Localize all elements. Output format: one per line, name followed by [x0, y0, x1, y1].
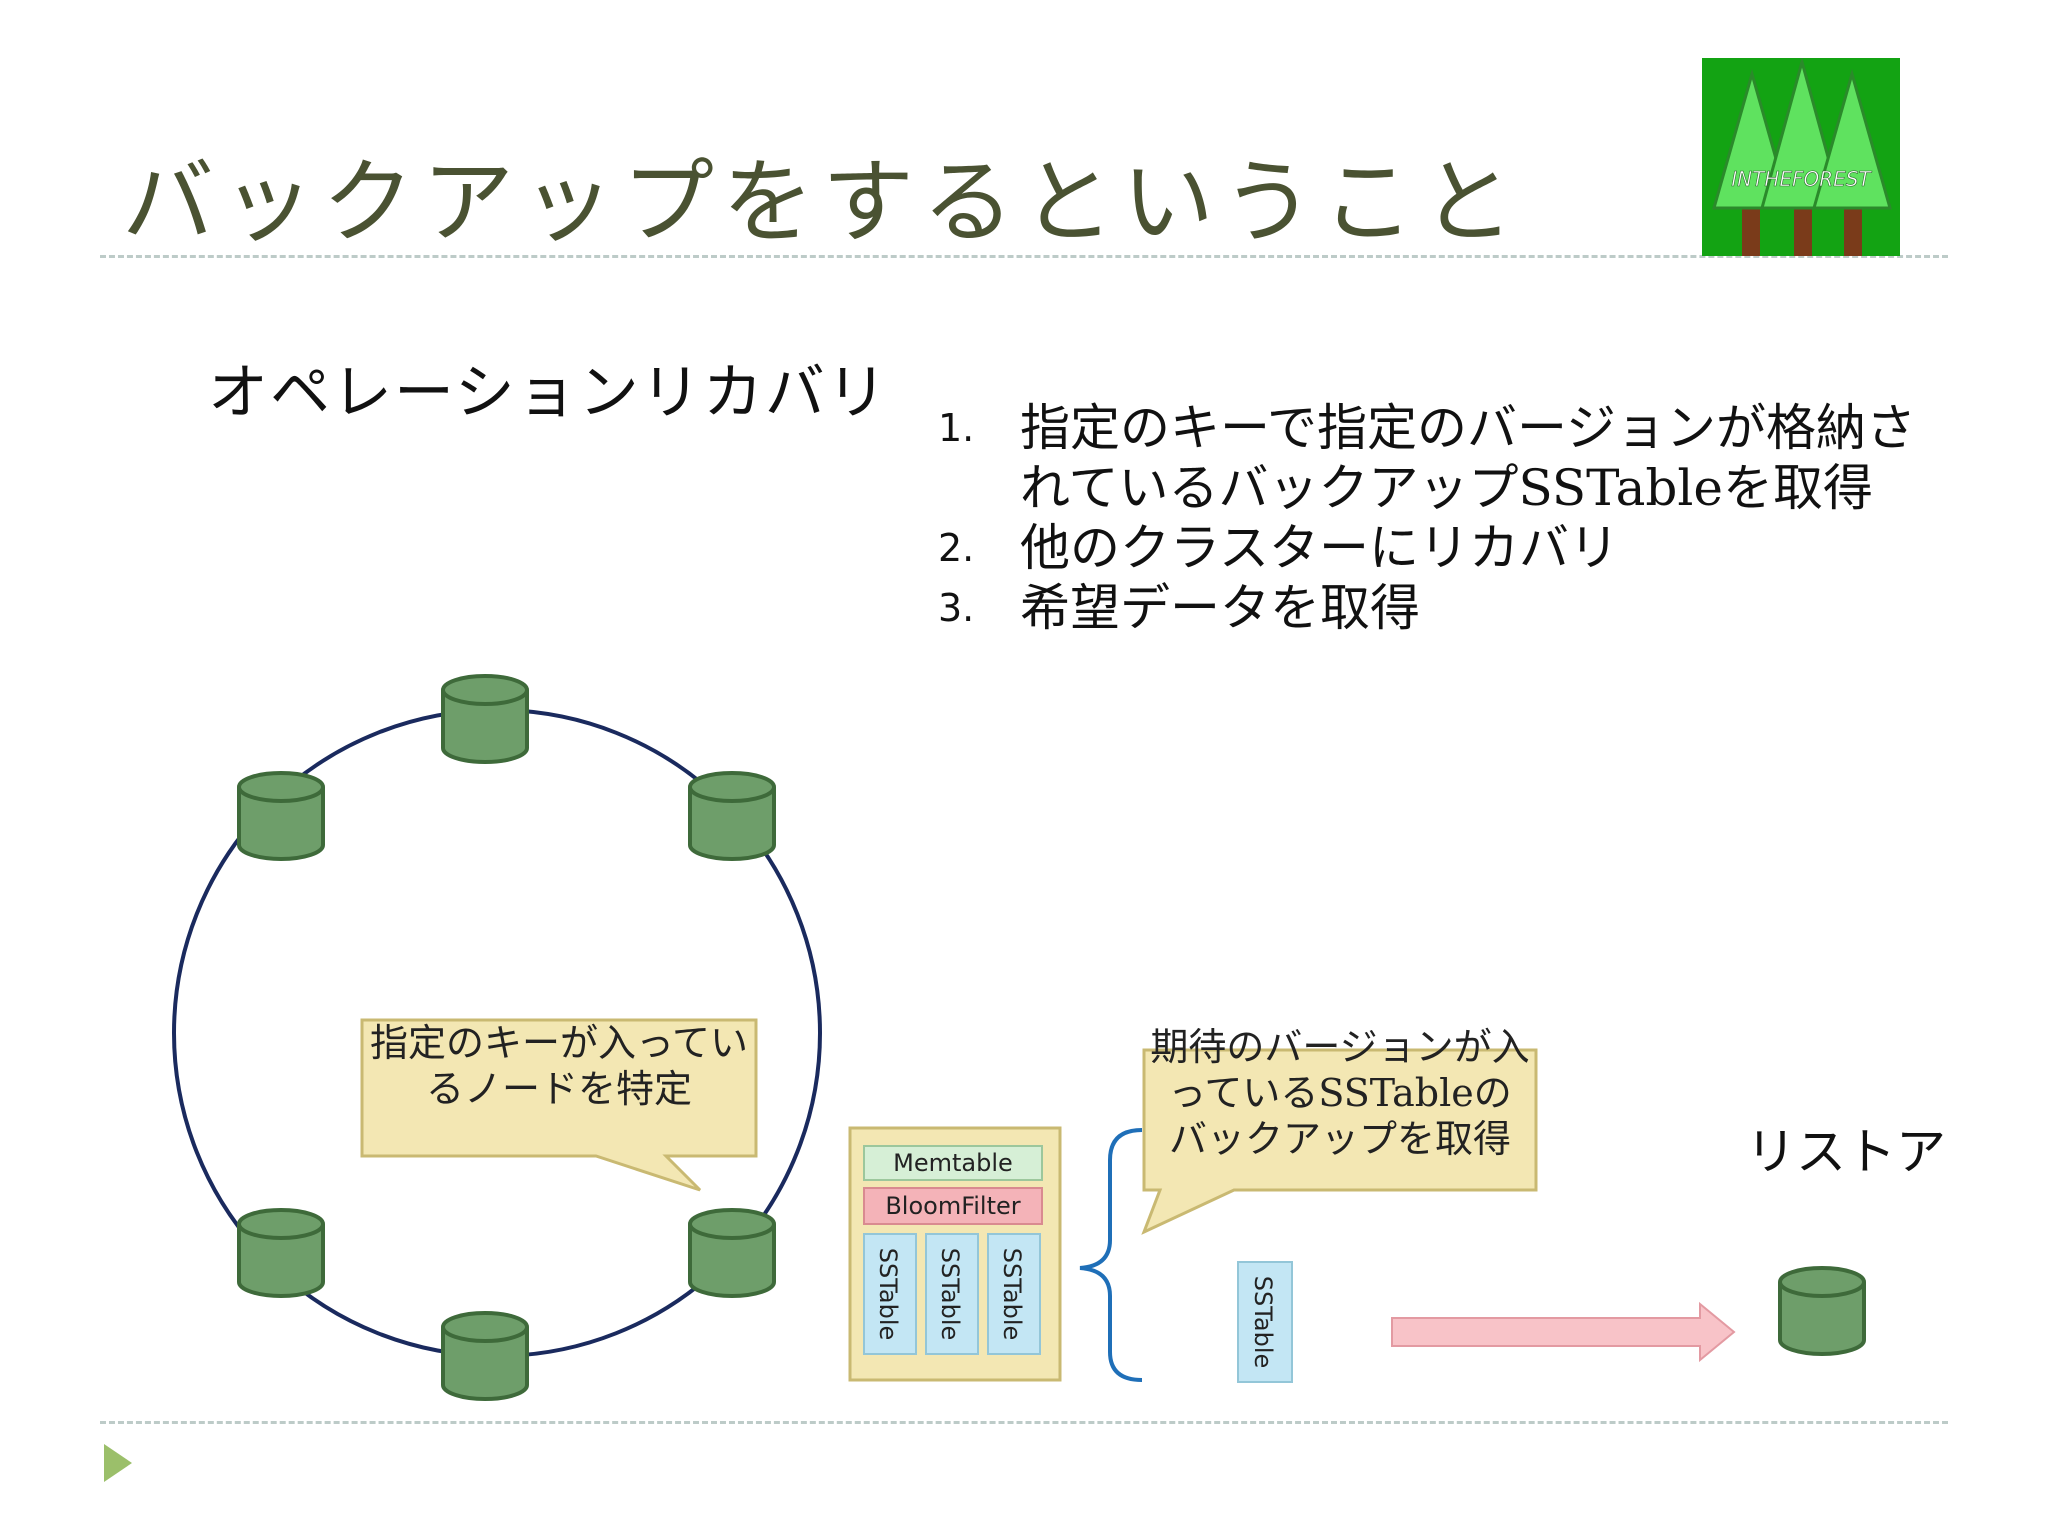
memtable-box	[863, 1145, 1043, 1181]
node-cylinder-icon	[688, 1208, 776, 1298]
sstable-box	[863, 1233, 917, 1355]
list-item: 1.指定のキーで指定のバージョンが格納されているバックアップSSTableを取得	[938, 399, 1916, 517]
bloomfilter-label: BloomFilter	[885, 1192, 1020, 1220]
sstable-label: SSTable	[936, 1248, 964, 1341]
node-cylinder-icon	[237, 771, 325, 861]
node-cylinder-icon	[441, 1311, 529, 1401]
sstable-box	[925, 1233, 979, 1355]
restore-arrow-icon	[1391, 1301, 1736, 1363]
memtable-label: Memtable	[893, 1149, 1013, 1177]
restore-label: リストア	[1746, 1123, 1946, 1181]
sstable-label: SSTable	[874, 1248, 902, 1341]
sstable-label: SSTable	[998, 1248, 1026, 1341]
next-slide-icon[interactable]	[104, 1444, 132, 1482]
sstable-box	[987, 1233, 1041, 1355]
list-item: 3.希望データを取得	[938, 579, 1420, 637]
footer-divider	[100, 1421, 1948, 1424]
node-cylinder-icon	[237, 1208, 325, 1298]
slide-title: バックアップをするということ	[122, 149, 1523, 256]
forest-logo: INTHEFOREST	[1702, 56, 1900, 256]
node-cylinder-icon	[688, 771, 776, 861]
brace-icon	[1079, 1128, 1143, 1382]
restore-node-cylinder-icon	[1778, 1266, 1866, 1356]
node-storage-box: Memtable BloomFilter SSTable SSTable SST…	[848, 1126, 1062, 1382]
steps-list: 1.指定のキーで指定のバージョンが格納されているバックアップSSTableを取得…	[938, 398, 1938, 638]
list-item: 2.他のクラスターにリカバリ	[938, 519, 1619, 577]
title-divider	[100, 255, 1948, 258]
logo-text: INTHEFOREST	[1731, 167, 1872, 191]
bloomfilter-box	[863, 1187, 1043, 1225]
node-callout	[360, 1018, 758, 1192]
sstable-callout	[1141, 1048, 1538, 1235]
node-callout-text: 指定のキーが入っているノードを特定	[369, 1021, 749, 1111]
section-heading: オペレーションリカバリ	[208, 358, 889, 428]
backup-sstable-box	[1237, 1261, 1293, 1383]
node-cylinder-icon	[441, 674, 529, 764]
backup-sstable-label: SSTable	[1249, 1276, 1277, 1369]
sstable-callout-text: 期待のバージョンが入っているSSTableのバックアップを取得	[1150, 1025, 1530, 1161]
